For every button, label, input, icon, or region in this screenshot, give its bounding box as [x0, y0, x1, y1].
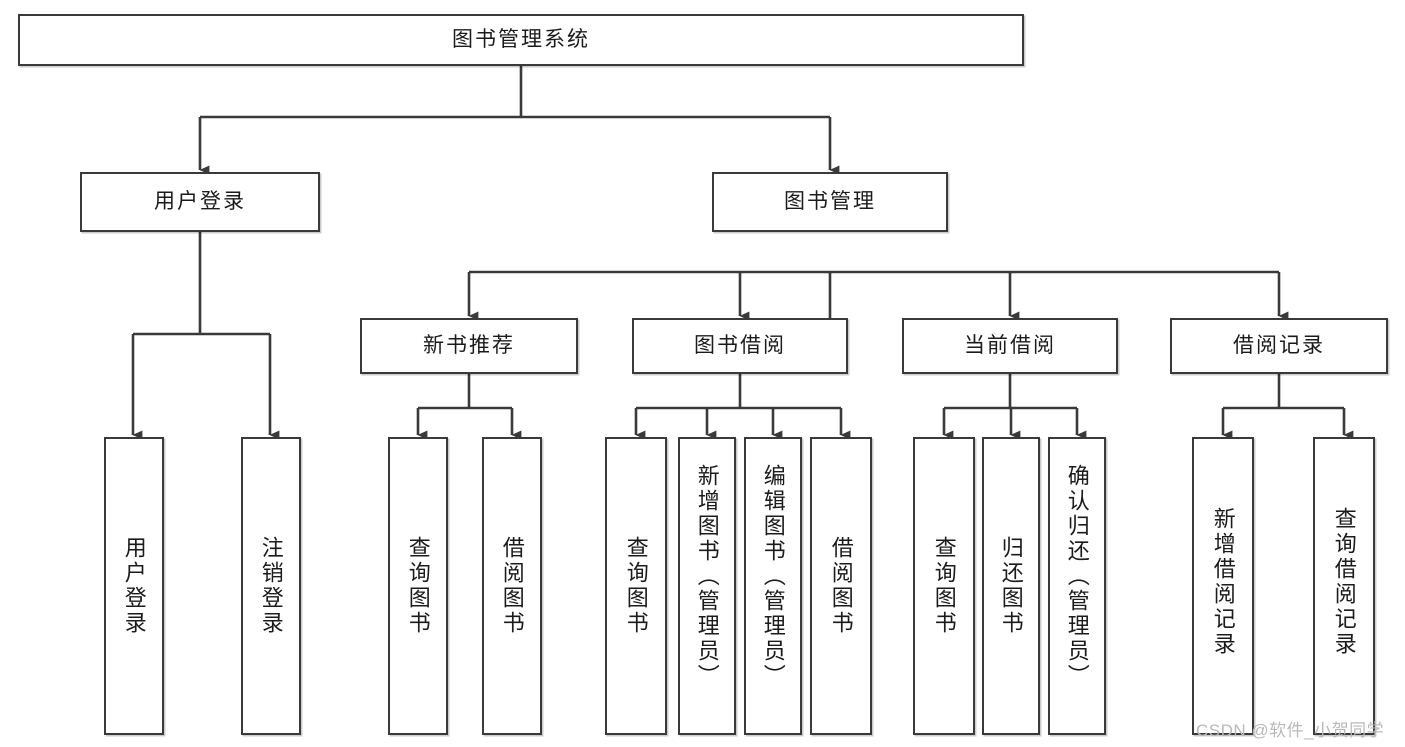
node-label: 新增图书（管理员） — [694, 464, 720, 689]
node-book-borrow[interactable]: 图书借阅 — [632, 318, 848, 374]
node-leaf-user-login[interactable]: 用户登录 — [104, 437, 164, 735]
node-leaf-add-borrow-record[interactable]: 新增借阅记录 — [1192, 437, 1254, 735]
node-label: 查询图书 — [405, 536, 431, 636]
node-label: 编辑图书（管理员） — [760, 464, 786, 689]
node-label: 图书管理 — [784, 189, 876, 213]
node-leaf-query-book-2[interactable]: 查询图书 — [605, 437, 667, 735]
node-leaf-user-logout[interactable]: 注销登录 — [241, 437, 301, 735]
node-current-borrow[interactable]: 当前借阅 — [902, 318, 1118, 374]
node-label: 查询图书 — [623, 536, 649, 636]
node-book-manage[interactable]: 图书管理 — [712, 172, 948, 232]
csdn-watermark: CSDN @软件_小贺同学 — [1196, 721, 1385, 740]
node-label: 图书借阅 — [694, 333, 786, 357]
node-label: 新书推荐 — [423, 333, 515, 357]
node-leaf-edit-book[interactable]: 编辑图书（管理员） — [744, 437, 802, 735]
node-label: 借阅图书 — [828, 536, 854, 636]
node-label: 当前借阅 — [964, 333, 1056, 357]
node-new-book-recommend[interactable]: 新书推荐 — [360, 318, 578, 374]
node-user-login[interactable]: 用户登录 — [80, 172, 320, 232]
node-label: 借阅图书 — [499, 536, 525, 636]
node-label: 新增借阅记录 — [1210, 507, 1236, 657]
node-label: 归还图书 — [998, 536, 1024, 636]
node-leaf-borrow-book-1[interactable]: 借阅图书 — [482, 437, 542, 735]
node-root-system[interactable]: 图书管理系统 — [18, 14, 1024, 66]
node-leaf-return-book[interactable]: 归还图书 — [982, 437, 1040, 735]
node-borrow-record[interactable]: 借阅记录 — [1170, 318, 1388, 374]
node-leaf-add-book[interactable]: 新增图书（管理员） — [678, 437, 736, 735]
node-label: 查询借阅记录 — [1331, 507, 1357, 657]
node-leaf-query-book-1[interactable]: 查询图书 — [388, 437, 448, 735]
node-leaf-borrow-book-2[interactable]: 借阅图书 — [810, 437, 872, 735]
node-label: 查询图书 — [931, 536, 957, 636]
node-label: 用户登录 — [154, 189, 246, 213]
node-leaf-query-book-3[interactable]: 查询图书 — [913, 437, 975, 735]
node-label: 借阅记录 — [1233, 333, 1325, 357]
node-leaf-confirm-return[interactable]: 确认归还（管理员） — [1048, 437, 1106, 735]
node-label: 用户登录 — [121, 536, 147, 636]
node-label: 确认归还（管理员） — [1064, 464, 1090, 689]
node-label: 图书管理系统 — [452, 27, 590, 51]
node-leaf-query-borrow-record[interactable]: 查询借阅记录 — [1313, 437, 1375, 735]
node-label: 注销登录 — [258, 536, 284, 636]
